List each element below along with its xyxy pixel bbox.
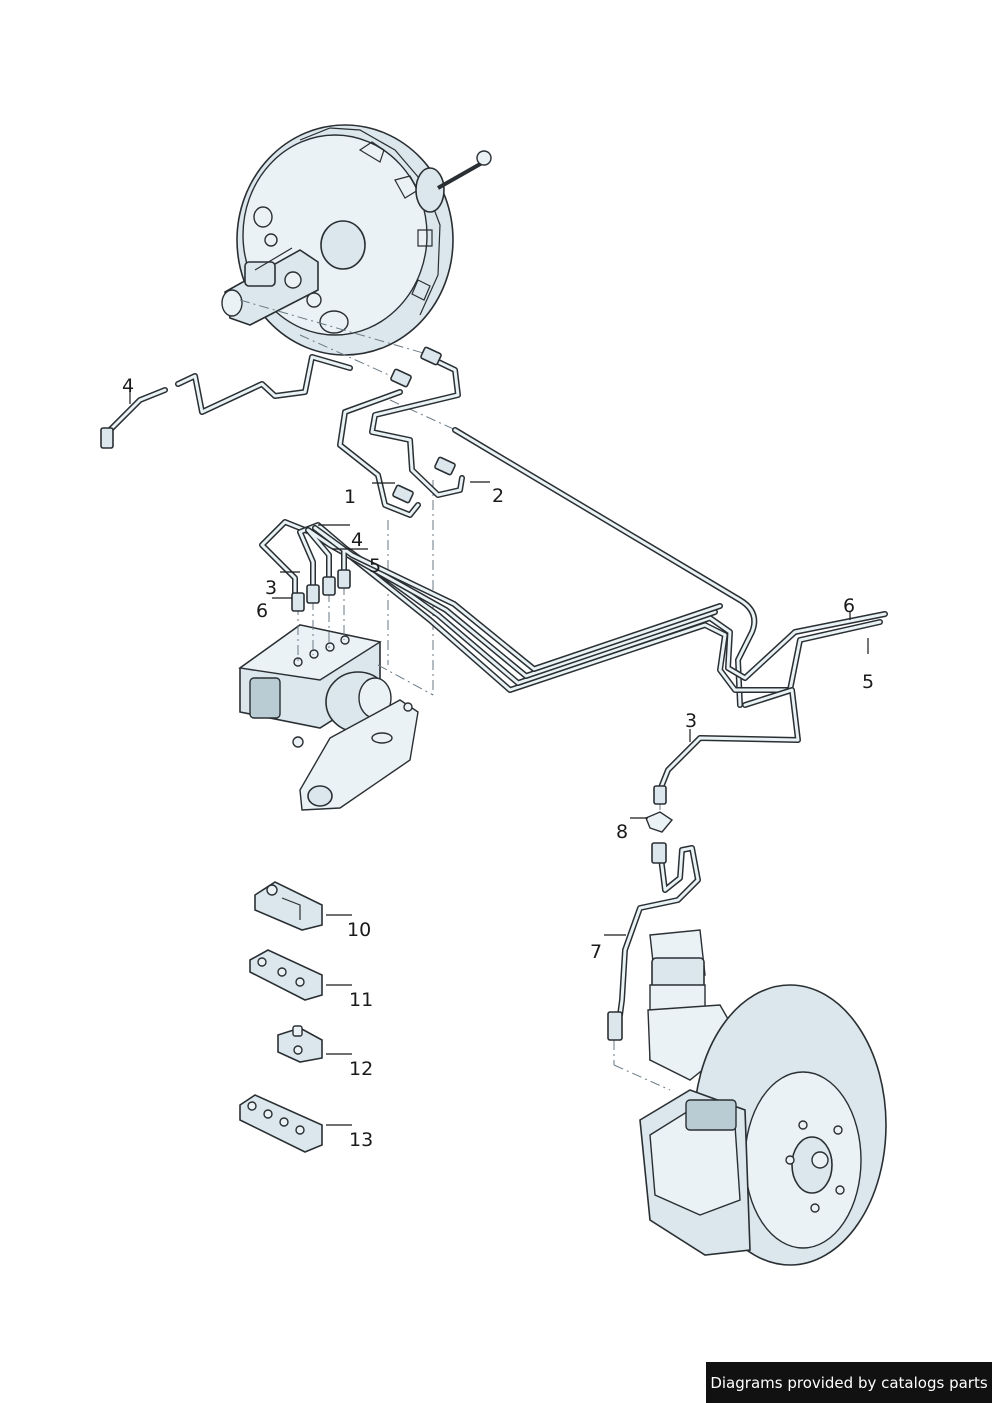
center-lines <box>239 299 671 1091</box>
callout-labels: 4 1 2 4 5 3 6 6 5 3 8 7 10 11 12 13 <box>122 375 874 1151</box>
callout-10: 10 <box>347 919 371 941</box>
callout-4-left: 4 <box>122 375 134 397</box>
callout-6-abs: 6 <box>256 600 268 622</box>
callout-7: 7 <box>590 941 602 963</box>
callout-2: 2 <box>492 485 504 507</box>
callout-4-abs: 4 <box>351 529 363 551</box>
callout-1: 1 <box>344 486 356 508</box>
pipe-clip-10 <box>254 881 323 931</box>
callout-3-abs: 3 <box>265 577 277 599</box>
credit-banner: Diagrams provided by catalogs parts <box>706 1362 992 1403</box>
pipe-fittings <box>100 346 674 1041</box>
abs-control-unit <box>238 624 419 811</box>
callout-6-rear: 6 <box>843 595 855 617</box>
callout-13: 13 <box>349 1129 373 1151</box>
callout-3-front: 3 <box>685 710 697 732</box>
master-cylinder <box>221 233 322 326</box>
brake-pipes <box>105 354 888 1018</box>
callout-12: 12 <box>349 1058 373 1080</box>
front-brake-assembly <box>639 929 887 1266</box>
pipe-clip-11 <box>249 949 323 1001</box>
callout-5-rear: 5 <box>862 671 874 693</box>
pipe-clip-12 <box>277 1025 323 1063</box>
callout-11: 11 <box>349 989 373 1011</box>
pipe-clip-13 <box>239 1094 323 1153</box>
callout-leaders <box>129 392 869 1126</box>
callout-5-abs: 5 <box>369 555 381 577</box>
callout-8: 8 <box>616 821 628 843</box>
